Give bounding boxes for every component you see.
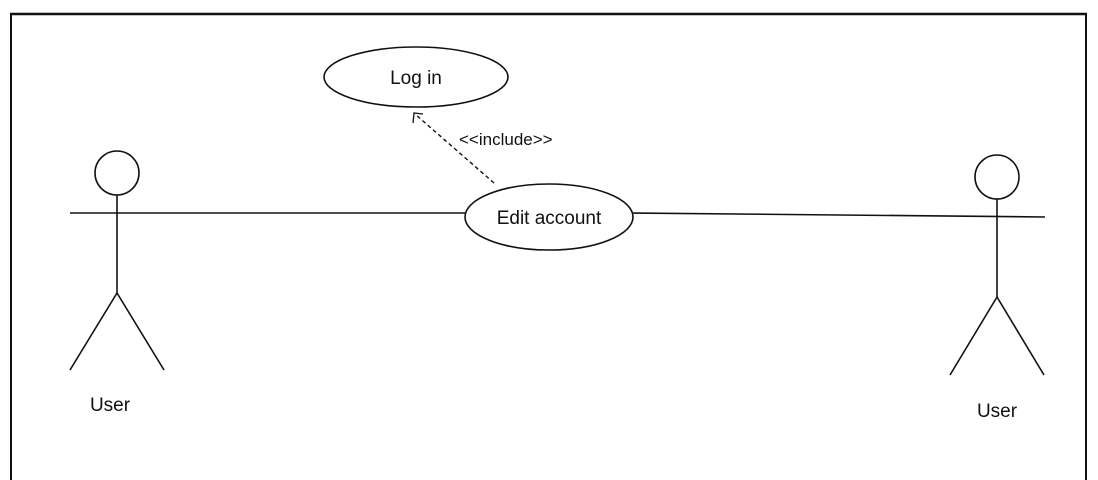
actor-figure-icon — [949, 154, 1045, 376]
association-right — [632, 212, 1046, 218]
actor-user-left[interactable]: User — [69, 150, 165, 416]
use-case-log-in[interactable]: Log in — [323, 46, 509, 108]
arrowhead-icon — [412, 112, 424, 124]
include-stereotype-label: <<include>> — [459, 130, 553, 149]
actor-user-right-label: User — [977, 401, 1018, 422]
actor-user-right[interactable]: User — [949, 154, 1045, 422]
use-case-edit-account-label: Edit account — [497, 208, 602, 229]
actor-figure-icon — [69, 150, 165, 371]
use-case-log-in-label: Log in — [390, 68, 442, 89]
use-case-edit-account[interactable]: Edit account — [464, 183, 634, 251]
include-dependency — [412, 112, 495, 184]
diagram-frame — [10, 12, 1087, 480]
actor-user-left-label: User — [90, 395, 131, 416]
